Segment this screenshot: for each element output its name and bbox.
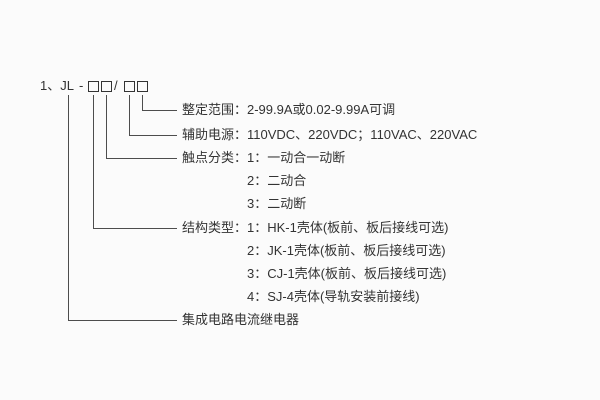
label-aux-power: 辅助电源：110VDC、220VDC；110VAC、220VAC [182,127,478,142]
label-structure-option-2: 2：JK-1壳体(板前、板后接线可选) [247,243,446,258]
model-digit-box-1 [88,81,99,92]
label-structure-option-4: 4：SJ-4壳体(导轨安装前接线) [247,289,420,304]
model-digit-box-2 [101,81,112,92]
label-product-name: 集成电路电流继电器 [182,312,300,327]
label-structure-option-3: 3：CJ-1壳体(板前、板后接线可选) [247,266,447,281]
hline-setting-range [142,110,177,111]
label-contact-type: 触点分类：1：一动合一动断 [182,150,346,165]
model-dash: - [79,78,84,93]
model-slash: / [114,78,118,93]
vline-setting-range [142,95,143,111]
hline-contact-type [106,158,177,159]
vline-aux-power [129,95,130,136]
model-digit-box-4 [137,81,148,92]
label-setting-range: 整定范围：2-99.9A或0.02-9.99A可调 [182,102,396,117]
hline-aux-power [129,135,177,136]
hline-structure-type [93,228,177,229]
label-contact-option-2: 2：二动合 [247,173,307,188]
hline-product-name [68,320,177,321]
label-structure-type: 结构类型：1：HK-1壳体(板前、板后接线可选) [182,220,449,235]
vline-structure-type [93,95,94,229]
model-digit-box-3 [124,81,135,92]
label-contact-option-3: 3：二动断 [247,196,307,211]
model-prefix: 1、JL [40,78,74,93]
vline-product-name [68,95,69,321]
vline-contact-type [106,95,107,159]
